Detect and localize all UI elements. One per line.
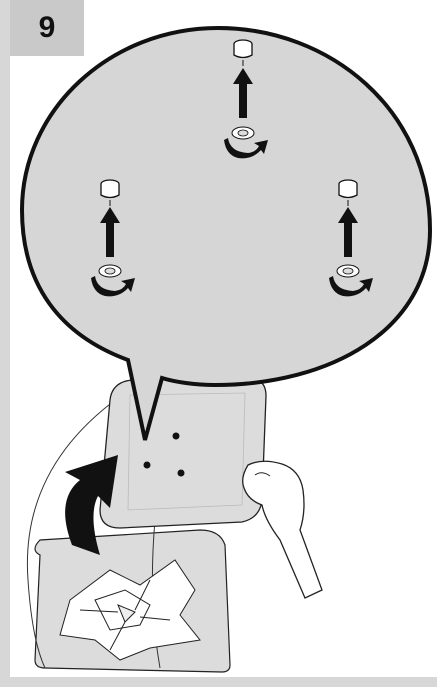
hand-icon bbox=[242, 460, 323, 599]
left-border bbox=[0, 0, 10, 687]
rotate-arrow-icon bbox=[224, 126, 268, 159]
rotate-arrow-icon bbox=[91, 264, 135, 297]
fitting-right bbox=[329, 179, 373, 297]
fitting-top bbox=[224, 39, 268, 159]
base-star bbox=[59, 559, 201, 661]
knob-icon bbox=[100, 179, 120, 206]
curved-arrow-icon bbox=[65, 455, 118, 555]
mount-hole bbox=[177, 469, 185, 477]
mount-hole bbox=[143, 461, 151, 469]
knob-icon bbox=[233, 39, 253, 66]
step-number: 9 bbox=[38, 11, 56, 44]
up-arrow-icon bbox=[100, 207, 120, 257]
up-arrow-icon bbox=[233, 68, 253, 118]
mount-hole bbox=[172, 432, 180, 440]
upper-panel bbox=[99, 377, 267, 529]
step-number-box: 9 bbox=[10, 0, 84, 56]
rotate-arrow-icon bbox=[329, 264, 373, 297]
fitting-left bbox=[91, 179, 135, 297]
bottom-border bbox=[0, 677, 437, 687]
detail-callout bbox=[19, 25, 433, 441]
knob-icon bbox=[338, 179, 358, 206]
up-arrow-icon bbox=[338, 207, 358, 257]
